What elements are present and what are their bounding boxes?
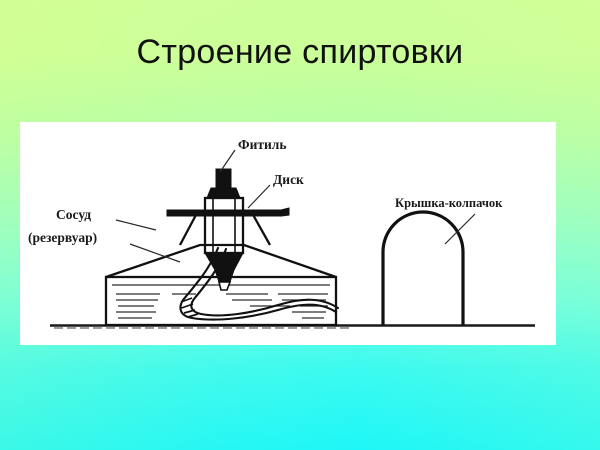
page-title: Строение спиртовки — [136, 33, 464, 71]
spirit-lamp-body — [104, 168, 340, 327]
disk-plate — [166, 207, 290, 217]
diagram-panel: Фитиль Диск Сосуд (резервуар) Крышка-кол… — [20, 122, 556, 345]
cap-cover — [381, 210, 465, 325]
wick-tube-assembly — [203, 168, 245, 291]
label-vessel-line2: (резервуар) — [28, 230, 97, 245]
label-wick: Фитиль — [238, 137, 287, 152]
liquid-hatching — [112, 284, 330, 319]
label-vessel-line1: Сосуд — [56, 207, 91, 222]
wick-ribbon — [179, 246, 340, 321]
label-disk: Диск — [273, 172, 304, 187]
spirit-lamp-diagram: Фитиль Диск Сосуд (резервуар) Крышка-кол… — [28, 137, 535, 329]
label-leader-lines — [115, 149, 476, 263]
label-cap: Крышка-колпачок — [395, 196, 503, 210]
